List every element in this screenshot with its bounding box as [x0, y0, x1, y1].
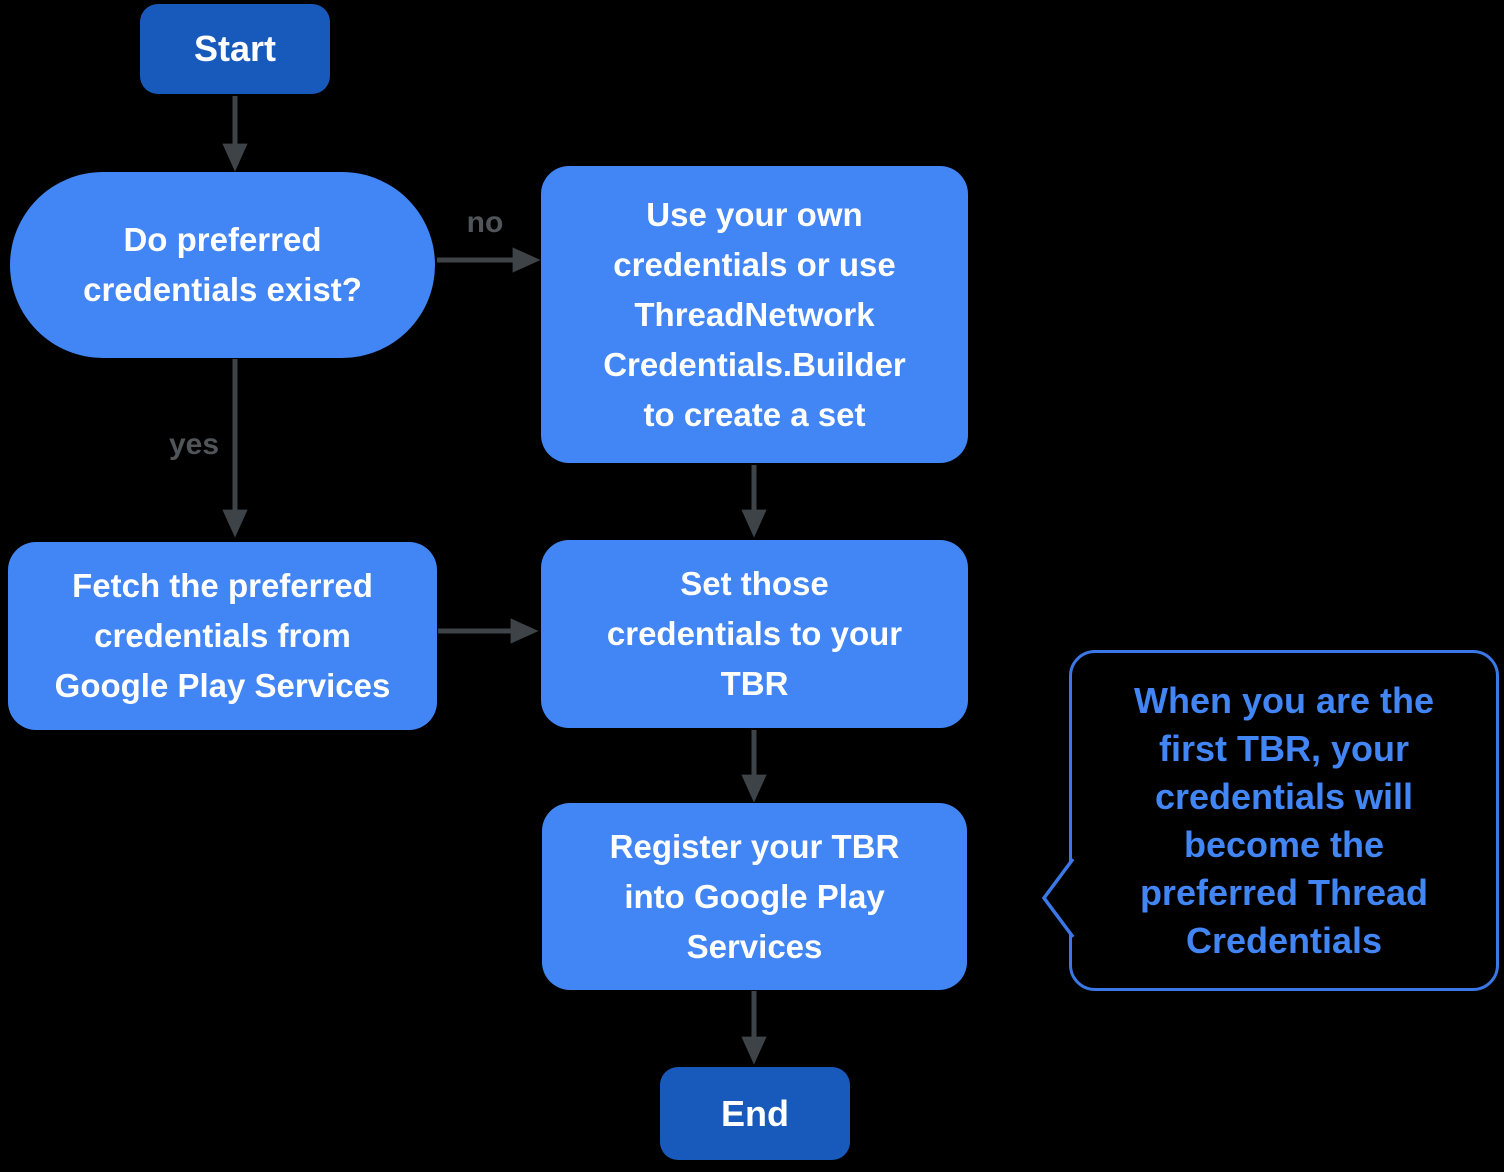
node-end: End: [660, 1067, 850, 1160]
node-start: Start: [140, 4, 330, 94]
node-set-credentials-label: Set those credentials to your TBR: [606, 565, 903, 702]
node-register-tbr-label: Register your TBR into Google Play Servi…: [609, 827, 900, 965]
callout-first-tbr-note-text: When you are the first TBR, your credent…: [1133, 679, 1435, 961]
node-register-tbr: Register your TBR into Google Play Servi…: [542, 803, 967, 990]
node-fetch-preferred-credentials: Fetch the preferred credentials from Goo…: [8, 542, 437, 730]
edge-label-yes: yes: [168, 428, 220, 461]
node-fetch-preferred-credentials-label: Fetch the preferred credentials from Goo…: [54, 567, 391, 704]
edge-label-no: no: [466, 206, 504, 239]
node-use-own-credentials-label: Use your own credentials or use ThreadNe…: [603, 195, 906, 433]
node-use-own-credentials: Use your own credentials or use ThreadNe…: [541, 166, 968, 463]
callout-first-tbr-note: When you are the first TBR, your credent…: [1069, 650, 1499, 991]
node-set-credentials: Set those credentials to your TBR: [541, 540, 968, 728]
node-decision-preferred-credentials: Do preferred credentials exist?: [10, 172, 435, 358]
node-start-label: Start: [193, 28, 277, 69]
node-decision-label: Do preferred credentials exist?: [83, 221, 362, 308]
node-end-label: End: [721, 1092, 789, 1134]
